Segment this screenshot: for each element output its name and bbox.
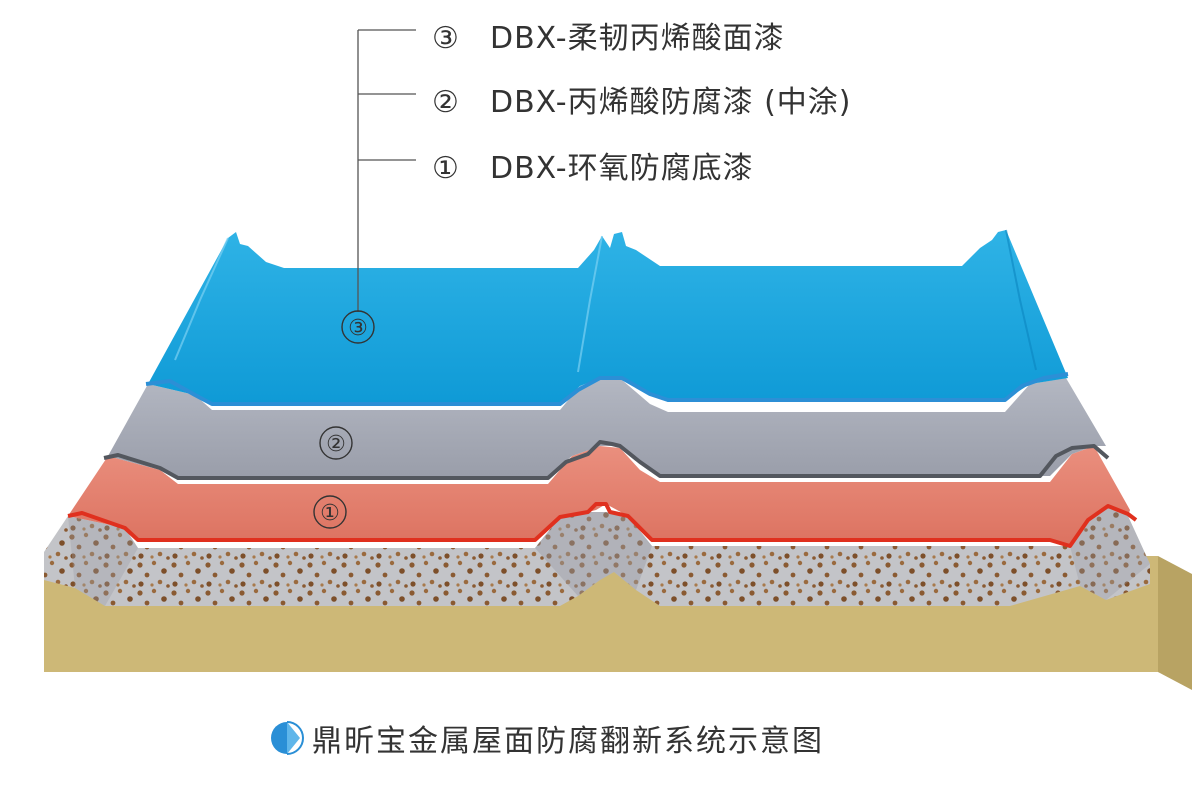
topcoat-edge xyxy=(145,372,1069,406)
insulation-rib-shade xyxy=(1070,506,1150,600)
legend-item-intermediate: ② DBX-丙烯酸防腐漆 (中涂) xyxy=(432,77,852,121)
insulation-layer xyxy=(44,506,1150,606)
legend-marker: ① xyxy=(432,151,460,186)
base-slab-side xyxy=(1158,556,1192,690)
primer-edge xyxy=(67,502,1138,548)
figure-caption: 鼎昕宝金属屋面防腐翻新系统示意图 xyxy=(270,716,824,760)
layer-marker-1: ① xyxy=(313,495,347,529)
leader-lines xyxy=(357,29,416,312)
topcoat-layer xyxy=(148,230,1068,404)
layer-marker-3: ③ xyxy=(341,310,375,344)
layer-marker-3-text: ③ xyxy=(348,316,368,341)
play-circle-icon xyxy=(271,721,304,755)
legend-item-primer: ① DBX-环氧防腐底漆 xyxy=(432,143,754,187)
layer-marker-1-text: ① xyxy=(320,501,340,526)
legend-marker: ② xyxy=(432,85,460,120)
layer-marker-2-text: ② xyxy=(326,432,346,457)
insulation-rib-shade xyxy=(535,512,652,596)
legend-label: DBX-丙烯酸防腐漆 (中涂) xyxy=(490,85,852,120)
primer-layer xyxy=(68,446,1130,546)
topcoat-rib-highlight xyxy=(174,237,229,361)
legend-marker: ③ xyxy=(432,21,460,56)
intermediate-layer xyxy=(108,378,1106,476)
caption-text: 鼎昕宝金属屋面防腐翻新系统示意图 xyxy=(312,724,824,759)
layer-marker-2: ② xyxy=(319,426,353,460)
insulation-rib-shade xyxy=(68,516,138,606)
legend-item-topcoat: ③ DBX-柔韧丙烯酸面漆 xyxy=(432,13,785,57)
topcoat-rib-highlight xyxy=(1005,229,1037,371)
legend-label: DBX-环氧防腐底漆 xyxy=(490,151,754,186)
intermediate-edge xyxy=(103,440,1110,480)
topcoat-rib-highlight xyxy=(577,235,603,373)
legend-label: DBX-柔韧丙烯酸面漆 xyxy=(490,21,785,56)
